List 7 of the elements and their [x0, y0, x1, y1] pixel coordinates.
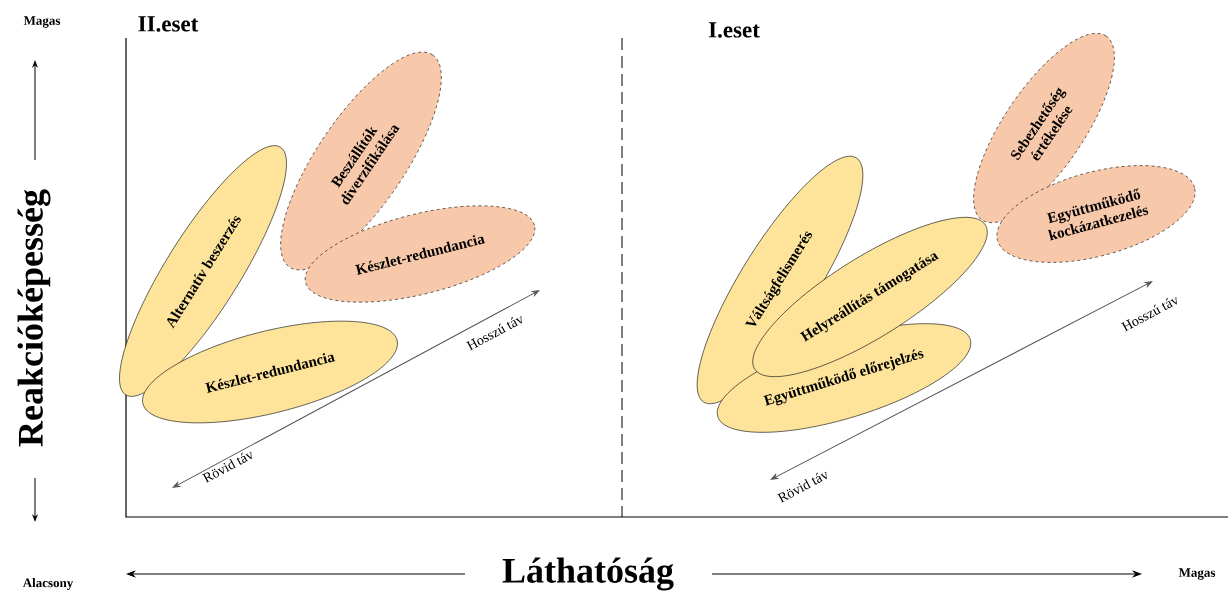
axis-title: Reakcióképesség: [17, 189, 51, 447]
axis-title: Láthatóság: [502, 557, 674, 591]
case-title: I.eset: [708, 22, 760, 38]
axis-end-label: Alacsony: [22, 578, 74, 590]
case-title: II.eset: [138, 16, 199, 32]
axis-end-label: Magas: [1178, 568, 1216, 580]
axis-end-label: Magas: [23, 16, 61, 28]
